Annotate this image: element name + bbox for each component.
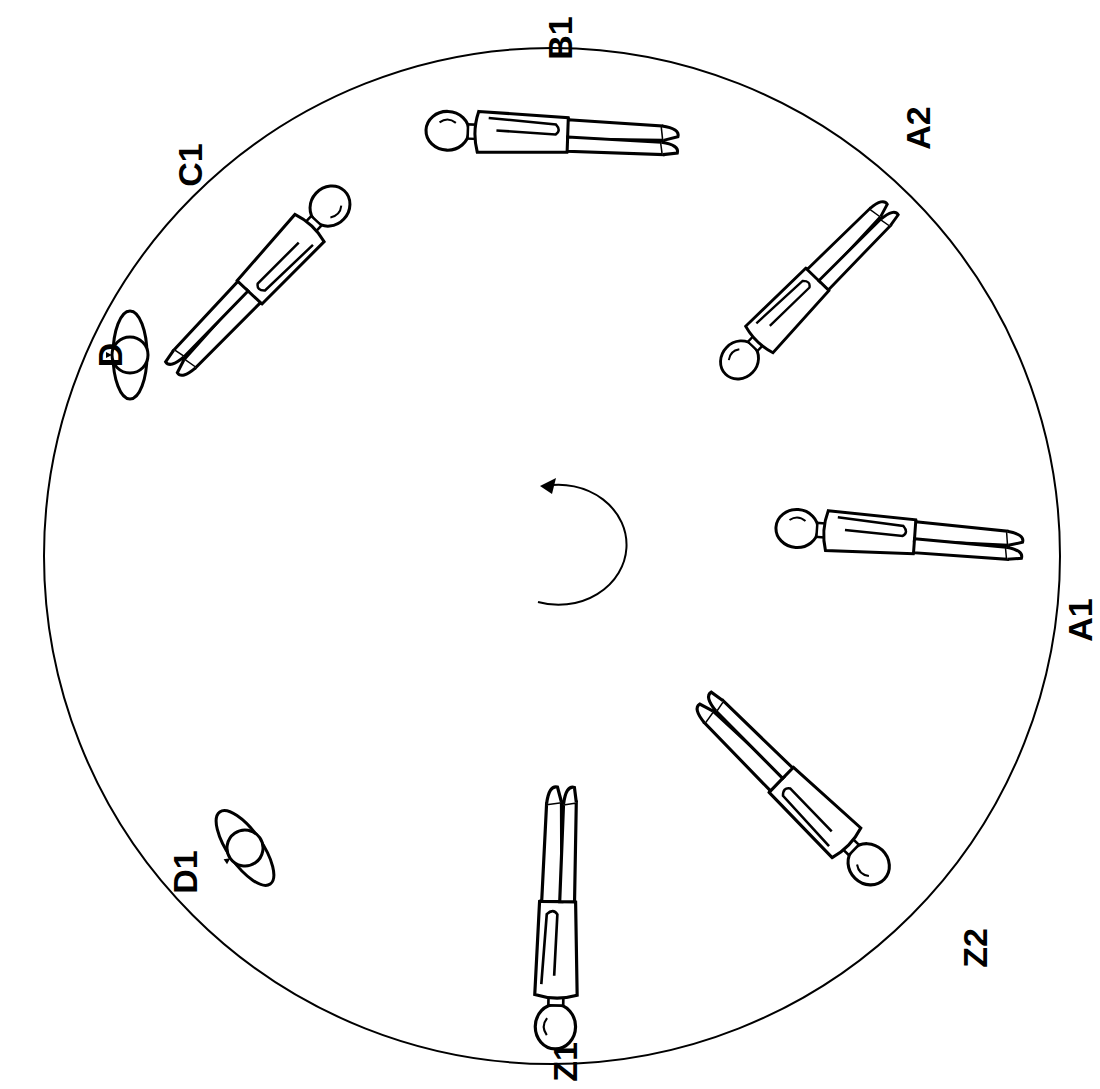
position-label: A2 xyxy=(901,106,935,149)
position-label: B1 xyxy=(543,16,577,59)
position-label: Z2 xyxy=(958,928,992,968)
position-label: C1 xyxy=(173,143,207,186)
position-label: Z1 xyxy=(548,1042,582,1082)
position-label: A1 xyxy=(1063,598,1097,641)
position-label: D xyxy=(93,343,127,368)
position-label: D1 xyxy=(168,850,202,893)
